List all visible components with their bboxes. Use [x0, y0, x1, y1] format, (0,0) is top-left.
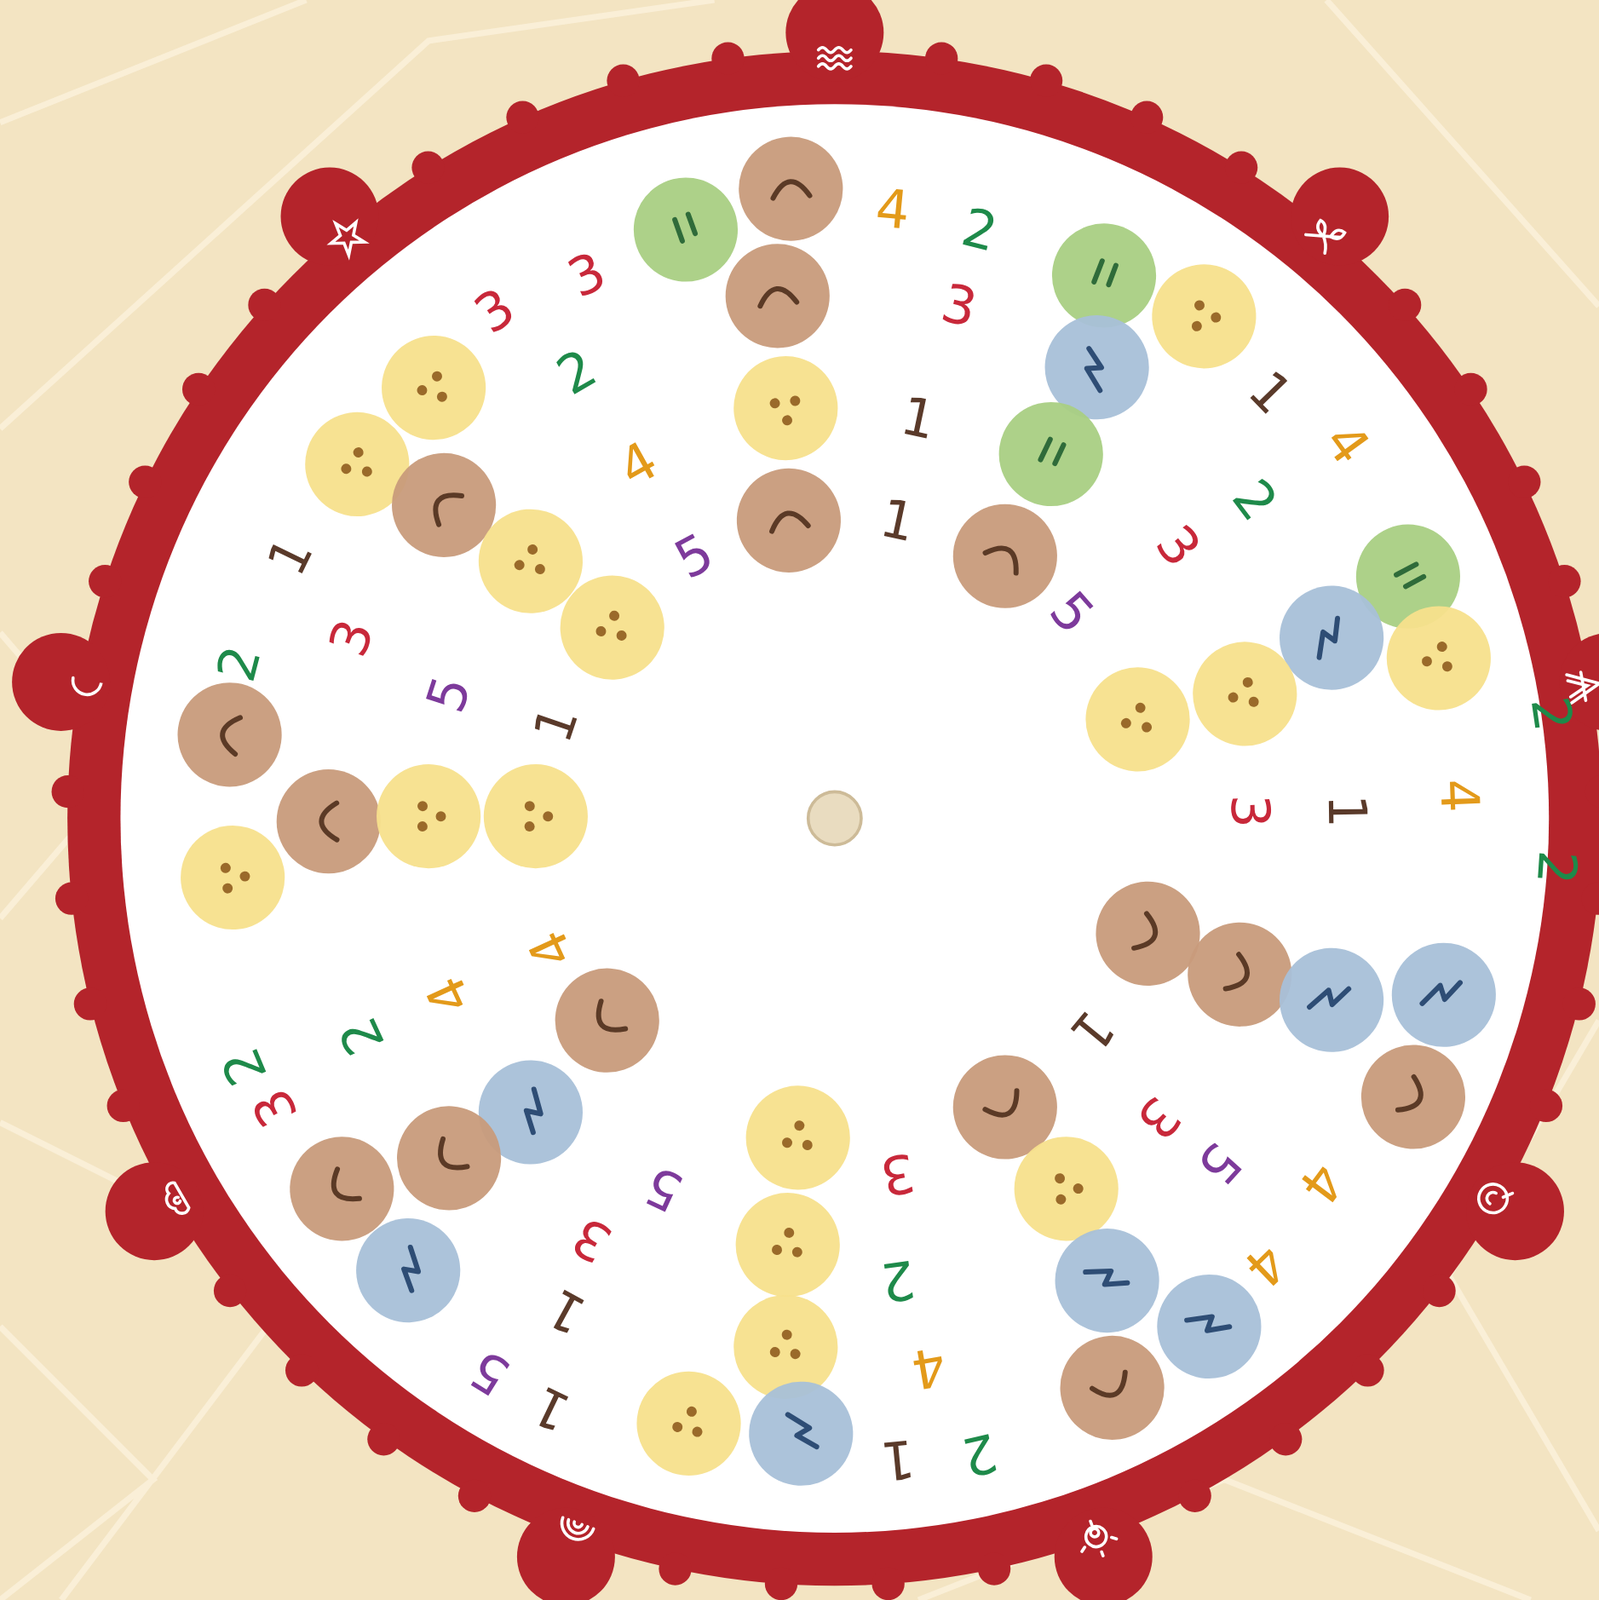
resource-token — [979, 382, 1122, 525]
ring-scallop — [1547, 564, 1581, 598]
resource-token — [175, 820, 290, 935]
resource-token — [626, 1360, 752, 1486]
resource-token — [622, 166, 749, 293]
ring-scallop — [764, 1567, 798, 1600]
resource-token — [1035, 1208, 1179, 1352]
ring-lobe — [1466, 1161, 1565, 1260]
callout-number: 4 — [1432, 777, 1486, 814]
ring-scallop — [182, 373, 215, 406]
ring-scallop — [871, 1567, 904, 1600]
ring-scallop — [1507, 465, 1541, 499]
element-icon — [818, 47, 852, 70]
ring-scallop — [51, 775, 85, 808]
resource-token — [1343, 1027, 1483, 1167]
ring-scallop — [458, 1479, 491, 1513]
ring-scallop — [411, 151, 444, 185]
ring-scallop — [1563, 987, 1596, 1020]
ring-scallop — [925, 41, 958, 75]
ring-scallop — [88, 564, 121, 598]
resource-token — [1379, 930, 1508, 1059]
ring-scallop — [1454, 373, 1487, 406]
ring-scallop — [367, 1422, 400, 1456]
resource-token — [171, 675, 289, 794]
scalloped-ring — [11, 0, 1599, 1600]
callout-number: 2 — [1528, 848, 1584, 886]
ring-lobe — [281, 167, 380, 266]
ring-scallop — [1178, 1479, 1211, 1513]
ring-scallop — [128, 465, 162, 499]
ring-scallop — [1581, 882, 1599, 915]
resource-token — [483, 764, 588, 869]
ring-scallop — [1269, 1422, 1302, 1456]
element-icon — [322, 212, 369, 259]
ring-scallop — [1388, 288, 1421, 322]
element-icon — [70, 678, 102, 697]
ring-scallop — [1130, 101, 1163, 134]
ring-scallop — [1225, 151, 1258, 185]
wheel-face — [120, 103, 1549, 1533]
ring-lobe — [1054, 1507, 1153, 1600]
ring-scallop — [658, 1552, 691, 1585]
resource-token — [334, 1196, 483, 1345]
ring-lobe — [785, 0, 884, 82]
callout-number: 4 — [874, 181, 913, 237]
ring-scallop — [606, 64, 639, 98]
resource-token — [746, 1378, 857, 1489]
ring-scallop — [506, 101, 539, 134]
resource-token — [740, 1080, 856, 1196]
ring-scallop — [55, 882, 88, 915]
element-icon — [1073, 1514, 1121, 1562]
resource-token — [1042, 1317, 1182, 1457]
ring-lobe — [1290, 167, 1389, 266]
callout-number: 3 — [1223, 793, 1277, 829]
ring-scallop — [977, 1552, 1011, 1585]
ring-lobe — [105, 1161, 204, 1260]
ring-scallop — [1351, 1353, 1384, 1387]
resource-token — [1179, 628, 1310, 759]
resource-token — [276, 769, 381, 875]
ring-scallop — [74, 987, 107, 1020]
center-hole — [808, 791, 862, 845]
resource-token — [1374, 594, 1502, 722]
resource-token — [735, 132, 846, 244]
ring-scallop — [107, 1089, 140, 1122]
resource-token — [729, 460, 848, 580]
element-icon — [557, 1517, 594, 1544]
ring-scallop — [213, 1274, 247, 1307]
element-icon — [1473, 1179, 1513, 1219]
resource-token — [539, 553, 686, 701]
resource-token — [719, 238, 835, 354]
ring-scallop — [285, 1353, 318, 1387]
element-icon — [159, 1181, 190, 1219]
resource-token — [1131, 243, 1277, 390]
ring-lobe — [517, 1507, 616, 1600]
resource-token — [1072, 653, 1204, 785]
ring-scallop — [1529, 1089, 1563, 1122]
ring-lobe — [11, 632, 110, 731]
resource-token — [1265, 932, 1399, 1067]
callout-number: 2 — [877, 1252, 918, 1310]
token-group — [171, 132, 1509, 1489]
ring-band — [67, 51, 1599, 1586]
ring-scallop — [711, 41, 744, 75]
resource-token — [376, 764, 482, 869]
ring-scallop — [1029, 64, 1063, 98]
ring-scallop — [247, 288, 281, 322]
resource-token — [375, 1084, 523, 1231]
resource-token — [727, 350, 844, 466]
callout-number: 1 — [878, 1431, 917, 1488]
ring-scallop — [1585, 775, 1599, 808]
resource-token — [730, 1187, 846, 1303]
element-icon — [1304, 214, 1346, 256]
callout-number: 1 — [1320, 793, 1375, 829]
ring-scallop — [1422, 1274, 1456, 1307]
